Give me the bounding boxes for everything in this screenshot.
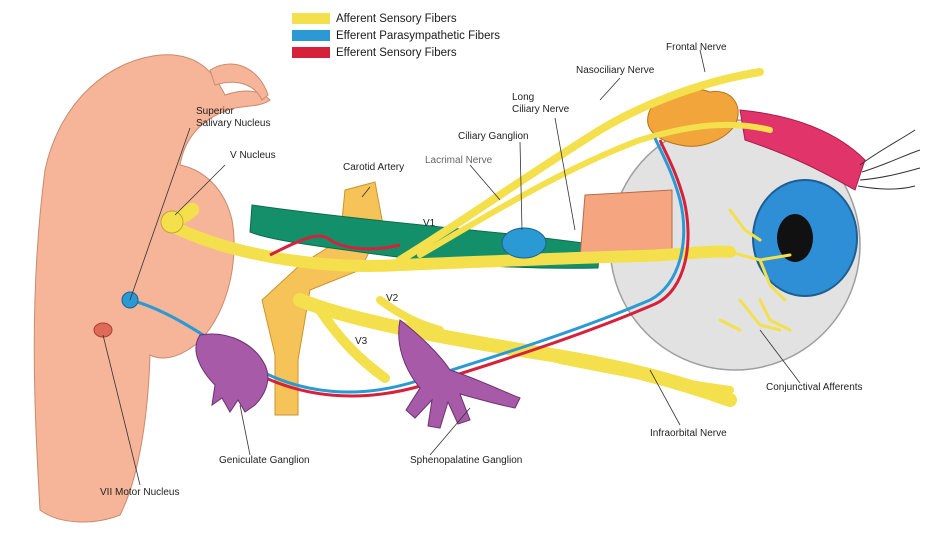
legend-label: Efferent Parasympathetic Fibers [336, 30, 500, 42]
label-v-nucleus: V Nucleus [230, 150, 276, 162]
label-sphenopalatine-ganglion: Sphenopalatine Ganglion [410, 455, 522, 467]
legend-swatch [292, 30, 330, 41]
geniculate-ganglion [196, 334, 268, 412]
legend-label: Efferent Sensory Fibers [336, 47, 457, 59]
rectus-muscle [580, 190, 672, 258]
label-lacrimal-nerve: Lacrimal Nerve [425, 155, 492, 167]
vii-motor-nucleus [94, 323, 112, 337]
legend-swatch [292, 13, 330, 24]
label-v2: V2 [386, 293, 398, 305]
legend: Afferent Sensory Fibers Efferent Parasym… [292, 10, 552, 61]
ciliary-ganglion [502, 228, 546, 258]
label-carotid-artery: Carotid Artery [343, 162, 404, 174]
legend-swatch [292, 47, 330, 58]
legend-label: Afferent Sensory Fibers [336, 13, 457, 25]
v-nucleus [161, 211, 183, 233]
label-geniculate-ganglion: Geniculate Ganglion [219, 455, 310, 467]
legend-item: Efferent Parasympathetic Fibers [292, 27, 552, 44]
eyelashes [858, 130, 920, 189]
label-frontal-nerve: Frontal Nerve [666, 42, 727, 54]
label-infraorbital-nerve: Infraorbital Nerve [650, 428, 727, 440]
label-nasociliary-nerve: Nasociliary Nerve [576, 65, 654, 77]
label-conjunctival-afferents: Conjunctival Afferents [766, 382, 863, 394]
label-v3: V3 [355, 336, 367, 348]
legend-item: Efferent Sensory Fibers [292, 44, 552, 61]
label-vii-motor-nucleus: VII Motor Nucleus [100, 487, 179, 499]
label-v1: V1 [423, 218, 435, 230]
legend-item: Afferent Sensory Fibers [292, 10, 552, 27]
label-ciliary-ganglion: Ciliary Ganglion [458, 131, 529, 143]
